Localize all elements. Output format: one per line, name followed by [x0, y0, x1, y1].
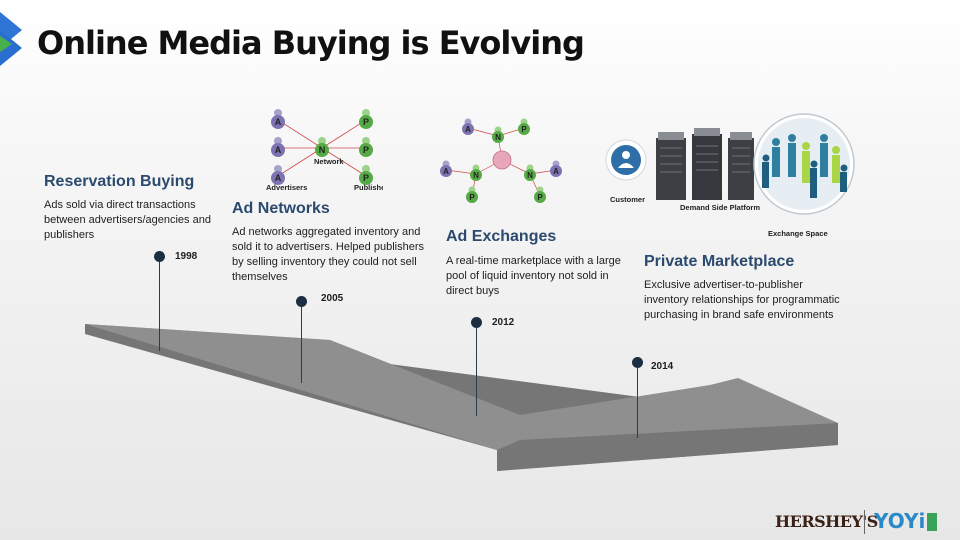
year-label-1998: 1998 — [175, 251, 198, 262]
stage-title-reservation-buying: Reservation Buying — [44, 173, 195, 190]
svg-text:Publishers: Publishers — [354, 183, 383, 192]
network-node-icon: N — [315, 137, 329, 157]
svg-text:A: A — [465, 125, 471, 134]
yoyi-logo: YOYi — [874, 509, 926, 533]
stage-desc-private-marketplace: Exclusive advertiser-to-publisher invent… — [644, 279, 840, 321]
slide-title: Online Media Buying is Evolving — [37, 24, 585, 62]
svg-text:N: N — [495, 133, 501, 142]
svg-text:N: N — [527, 171, 533, 180]
hersheys-logo: HERSHEY'S — [775, 512, 878, 531]
customer-icon — [605, 139, 647, 181]
corner-accent-icon — [0, 12, 22, 66]
yoyi-badge-icon — [927, 513, 937, 531]
svg-text:N: N — [319, 145, 326, 155]
timeline-pin-1998 — [159, 256, 160, 351]
year-label-2012: 2012 — [492, 317, 515, 328]
server-rack-icon — [656, 128, 754, 200]
svg-text:P: P — [537, 193, 543, 202]
timeline-dot-2014 — [632, 357, 643, 368]
exchange-space-icon — [753, 113, 855, 215]
svg-text:Demand Side Platform: Demand Side Platform — [680, 203, 760, 212]
svg-text:P: P — [469, 193, 475, 202]
ad-network-diagram: A A A N P P P Advertisers Network Publis… — [266, 109, 383, 192]
stage-desc-reservation-buying: Ads sold via direct transactions between… — [44, 199, 211, 241]
svg-text:A: A — [275, 145, 282, 155]
year-label-2005: 2005 — [321, 293, 344, 304]
advertiser-node-icon: A A A — [271, 109, 285, 185]
ad-exchange-diagram: A N P A N N A P P — [440, 118, 562, 203]
publisher-node-icon: P P P — [359, 109, 373, 185]
svg-text:A: A — [275, 173, 282, 183]
stage-desc-ad-networks: Ad networks aggregated inventory and sol… — [232, 226, 424, 283]
logo-divider — [864, 510, 865, 534]
svg-text:P: P — [521, 125, 527, 134]
timeline-dot-2005 — [296, 296, 307, 307]
stage-title-ad-exchanges: Ad Exchanges — [446, 228, 557, 245]
timeline-pin-2014 — [637, 363, 638, 438]
stage-title-private-marketplace: Private Marketplace — [644, 253, 795, 270]
timeline-pin-2005 — [301, 301, 302, 383]
svg-text:P: P — [363, 145, 369, 155]
svg-text:A: A — [275, 117, 282, 127]
timeline-dot-2012 — [471, 317, 482, 328]
svg-text:N: N — [473, 171, 479, 180]
svg-text:Advertisers: Advertisers — [266, 183, 307, 192]
exchange-hub-icon — [492, 150, 512, 170]
private-marketplace-diagram: Customer Demand Side Platform — [605, 113, 855, 238]
stage-desc-ad-exchanges: A real-time marketplace with a large poo… — [446, 255, 621, 297]
svg-text:P: P — [363, 173, 369, 183]
svg-text:Network: Network — [314, 157, 344, 166]
svg-text:A: A — [443, 167, 449, 176]
timeline-pin-2012 — [476, 322, 477, 416]
svg-text:P: P — [363, 117, 369, 127]
stage-title-ad-networks: Ad Networks — [232, 200, 330, 217]
timeline-dot-1998 — [154, 251, 165, 262]
svg-text:Customer: Customer — [610, 195, 645, 204]
svg-text:A: A — [553, 167, 559, 176]
svg-text:Exchange Space: Exchange Space — [768, 229, 828, 238]
year-label-2014: 2014 — [651, 361, 674, 372]
